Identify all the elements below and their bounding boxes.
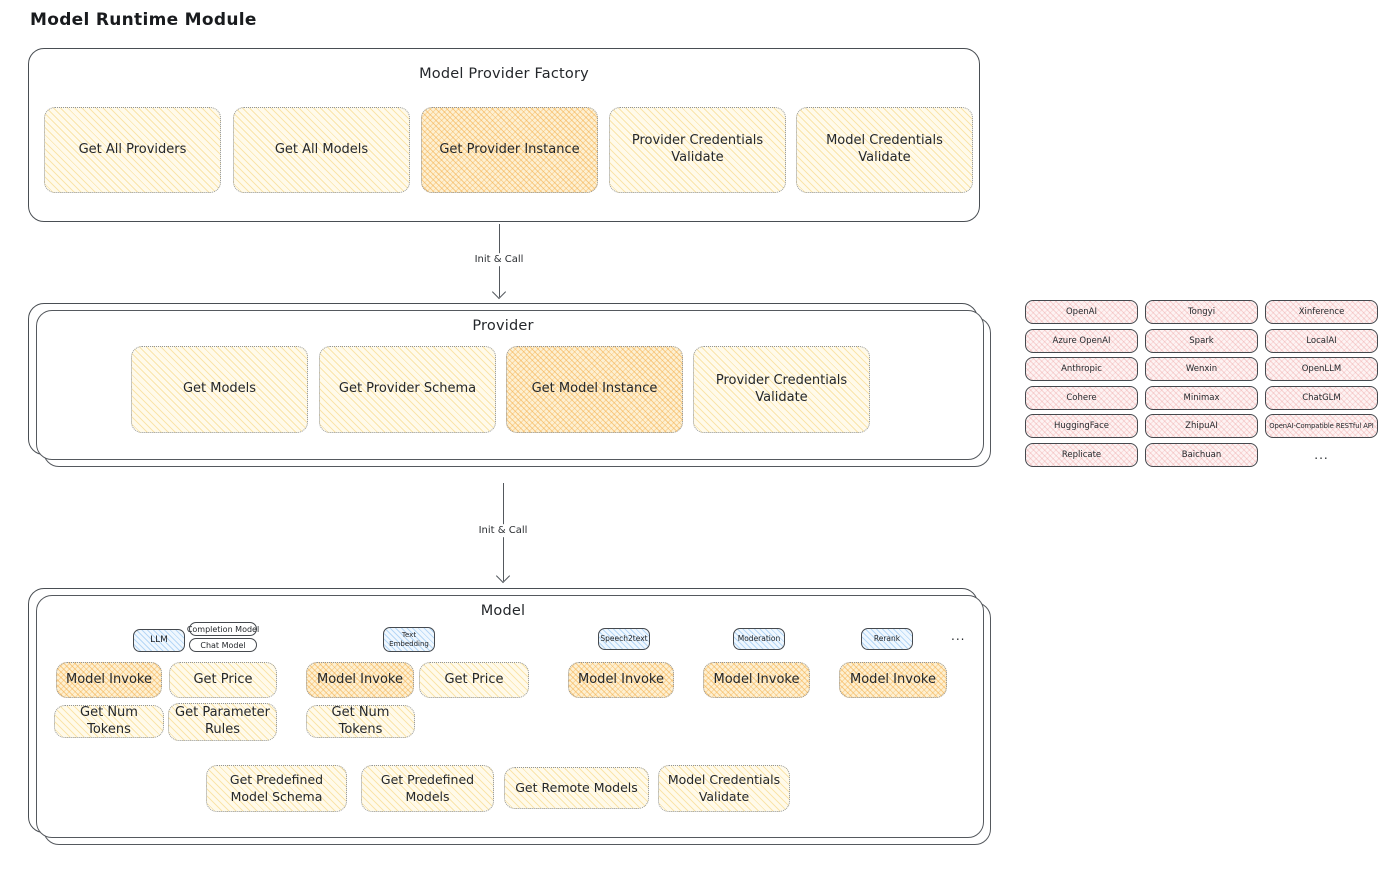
node-model-credentials-validate-model: Model Credentials Validate — [658, 765, 790, 812]
node-get-all-models: Get All Models — [233, 107, 410, 193]
provider-chip-replicate: Replicate — [1025, 442, 1138, 467]
page-title: Model Runtime Module — [30, 10, 257, 30]
arrow-factory-to-provider: Init & Call — [469, 224, 529, 300]
tab-rerank: Rerank — [861, 628, 913, 650]
provider-chip-huggingface: HuggingFace — [1025, 414, 1138, 438]
model-title: Model — [480, 603, 526, 619]
node-model-credentials-validate-factory: Model Credentials Validate — [796, 107, 973, 193]
provider-chip-chatglm: ChatGLM — [1265, 385, 1378, 410]
arrow-label: Init & Call — [469, 252, 529, 266]
tab-llm: LLM — [133, 629, 185, 652]
node-get-all-providers: Get All Providers — [44, 107, 221, 193]
provider-chip-anthropic: Anthropic — [1025, 357, 1138, 381]
provider-chip-baichuan: Baichuan — [1145, 442, 1258, 467]
node-provider-credentials-validate-provider: Provider Credentials Validate — [693, 346, 870, 433]
provider-chip-openai: OpenAI — [1025, 300, 1138, 324]
model-types-more-ellipsis: ... — [951, 629, 966, 643]
tab-text-embedding: Text Embedding — [383, 627, 435, 652]
provider-chip-zhipuai: ZhipuAI — [1145, 414, 1258, 438]
node-get-price-text-embedding: Get Price — [419, 662, 529, 698]
chip-completion-model: Completion Model — [187, 622, 259, 636]
providers-more-ellipsis: ... — [1314, 447, 1329, 462]
arrowhead-down-icon — [495, 568, 511, 584]
node-get-models: Get Models — [131, 346, 308, 433]
providers-grid: OpenAI Tongyi Xinference Azure OpenAI Sp… — [1025, 300, 1378, 467]
tab-speech2text: Speech2text — [598, 628, 650, 650]
model-box: Model LLM Completion Model Chat Model Te… — [28, 588, 991, 845]
node-model-invoke-text-embedding: Model Invoke — [306, 662, 414, 698]
arrow-label: Init & Call — [473, 524, 533, 538]
node-get-num-tokens-llm: Get Num Tokens — [54, 705, 164, 738]
node-get-predefined-models: Get Predefined Models — [361, 765, 494, 812]
provider-title: Provider — [472, 318, 534, 334]
tab-moderation: Moderation — [733, 628, 785, 650]
node-get-num-tokens-text-embedding: Get Num Tokens — [306, 705, 415, 738]
model-provider-factory-title: Model Provider Factory — [419, 66, 589, 82]
provider-chip-openai-compatible-restful-api: OpenAI-Compatible RESTful API — [1265, 414, 1378, 438]
node-model-invoke-moderation: Model Invoke — [703, 662, 810, 698]
node-get-provider-instance: Get Provider Instance — [421, 107, 598, 193]
node-get-provider-schema: Get Provider Schema — [319, 346, 496, 433]
provider-chip-openllm: OpenLLM — [1265, 357, 1378, 381]
node-get-model-instance: Get Model Instance — [506, 346, 683, 433]
node-model-invoke-speech2text: Model Invoke — [568, 662, 674, 698]
provider-chip-spark: Spark — [1145, 328, 1258, 353]
arrowhead-down-icon — [491, 284, 507, 300]
node-provider-credentials-validate-factory: Provider Credentials Validate — [609, 107, 786, 193]
provider-chip-localai: LocalAI — [1265, 328, 1378, 353]
chip-chat-model: Chat Model — [189, 638, 257, 652]
provider-chip-cohere: Cohere — [1025, 385, 1138, 410]
node-get-remote-models: Get Remote Models — [504, 767, 649, 809]
provider-chip-xinference: Xinference — [1265, 300, 1378, 324]
node-get-price-llm: Get Price — [169, 662, 277, 698]
node-model-invoke-rerank: Model Invoke — [839, 662, 947, 698]
arrow-provider-to-model: Init & Call — [473, 483, 533, 584]
node-model-invoke-llm: Model Invoke — [56, 662, 162, 698]
provider-box: Provider Get Models Get Provider Schema … — [28, 303, 991, 467]
node-get-predefined-model-schema: Get Predefined Model Schema — [206, 765, 347, 812]
model-provider-factory-box: Model Provider Factory Get All Providers… — [28, 48, 980, 222]
provider-chip-wenxin: Wenxin — [1145, 357, 1258, 381]
provider-chip-tongyi: Tongyi — [1145, 300, 1258, 324]
provider-chip-minimax: Minimax — [1145, 385, 1258, 410]
provider-chip-azure-openai: Azure OpenAI — [1025, 328, 1138, 353]
node-get-parameter-rules: Get Parameter Rules — [168, 703, 277, 741]
